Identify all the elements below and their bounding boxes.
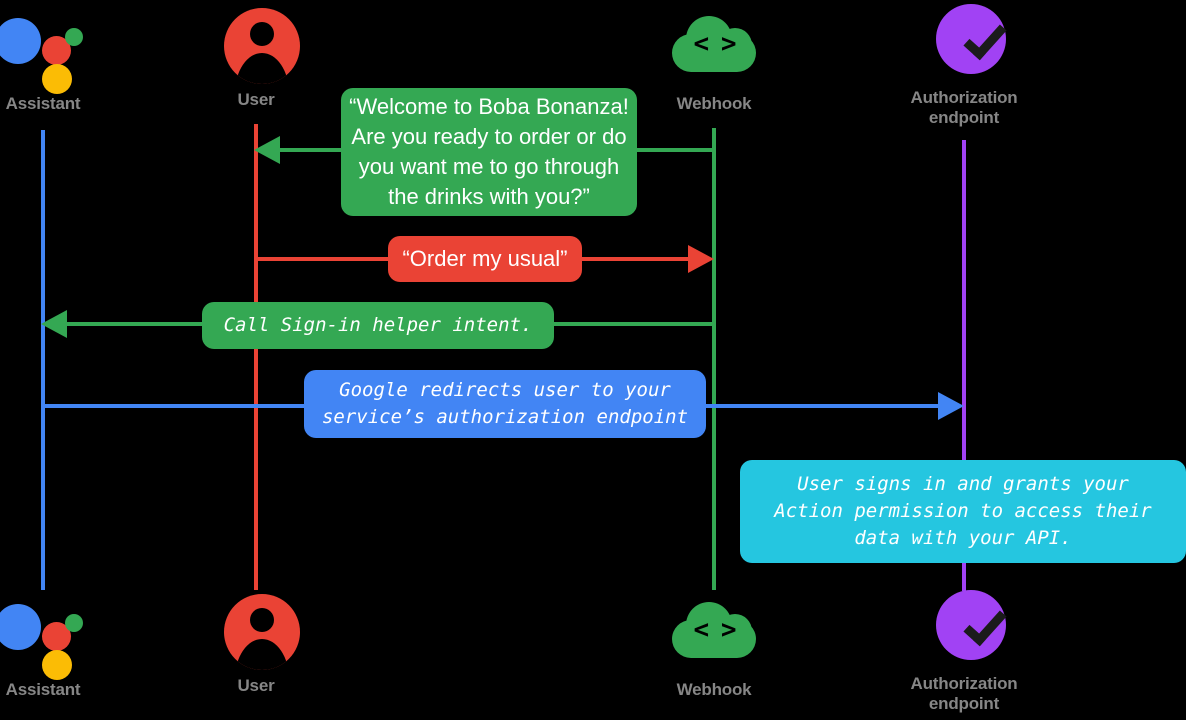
cloud-base [672, 620, 756, 658]
check-circle-icon [916, 4, 1012, 88]
auth-circle-shape [936, 590, 1007, 660]
actor-label-auth: Authorization endpoint [910, 88, 1018, 127]
message-bubble-signin[interactable]: Call Sign-in helper intent. [202, 302, 554, 349]
assistant-dot-yellow [42, 650, 72, 680]
actor-assistant-bottom: Assistant [0, 596, 138, 700]
cloud-code-icon: < > [666, 596, 762, 680]
assistant-dot-blue [0, 18, 41, 64]
arrowhead-redirect [938, 392, 964, 420]
actor-auth-top: Authorization endpoint [869, 4, 1059, 128]
actor-label-auth: Authorization endpoint [910, 674, 1018, 713]
user-avatar-icon [208, 592, 304, 676]
message-bubble-redirect[interactable]: Google redirects user to your service’s … [304, 370, 706, 438]
assistant-dot-yellow [42, 64, 72, 94]
cloud-code-icon: < > [666, 10, 762, 94]
actor-label-assistant: Assistant [5, 94, 81, 113]
actor-label-webhook: Webhook [676, 94, 752, 113]
actor-label-webhook: Webhook [676, 680, 752, 699]
message-bubble-signs-in[interactable]: User signs in and grants your Action per… [740, 460, 1186, 563]
google-assistant-icon [0, 10, 91, 94]
lifeline-auth-lower [962, 563, 966, 591]
lifeline-user [254, 124, 258, 590]
webhook-cloud-shape: < > [672, 602, 756, 658]
message-bubble-order[interactable]: “Order my usual” [388, 236, 582, 282]
code-brackets-glyph: < > [693, 29, 737, 59]
user-avatar-head [250, 22, 274, 46]
user-avatar-circle [224, 594, 300, 670]
actor-user-bottom: User [161, 592, 351, 696]
actor-label-assistant: Assistant [5, 680, 81, 699]
user-avatar-body [235, 53, 289, 84]
assistant-dot-blue [0, 604, 41, 650]
lifeline-assistant [41, 130, 45, 590]
checkmark-glyph [963, 601, 1007, 647]
actor-label-user: User [237, 676, 275, 695]
actor-auth-bottom: Authorization endpoint [869, 590, 1059, 714]
user-avatar-circle [224, 8, 300, 84]
actor-user-top: User [161, 6, 351, 110]
lifeline-webhook [712, 128, 716, 590]
arrowhead-order [688, 245, 714, 273]
assistant-dot-green [65, 28, 83, 46]
user-avatar-icon [208, 6, 304, 90]
checkmark-glyph [963, 15, 1007, 61]
user-avatar-head [250, 608, 274, 632]
actor-label-user: User [237, 90, 275, 109]
webhook-cloud-shape: < > [672, 16, 756, 72]
message-bubble-welcome[interactable]: “Welcome to Boba Bonanza! Are you ready … [341, 88, 637, 216]
actor-webhook-bottom: < > Webhook [619, 596, 809, 700]
user-avatar-body [235, 639, 289, 670]
code-brackets-glyph: < > [693, 615, 737, 645]
arrowhead-welcome [254, 136, 280, 164]
lifeline-auth-upper [962, 140, 966, 460]
check-circle-icon [916, 590, 1012, 674]
cloud-base [672, 34, 756, 72]
arrowhead-signin [41, 310, 67, 338]
auth-circle-shape [936, 4, 1007, 74]
actor-assistant-top: Assistant [0, 10, 138, 114]
assistant-dot-green [65, 614, 83, 632]
actor-webhook-top: < > Webhook [619, 10, 809, 114]
google-assistant-icon [0, 596, 91, 680]
